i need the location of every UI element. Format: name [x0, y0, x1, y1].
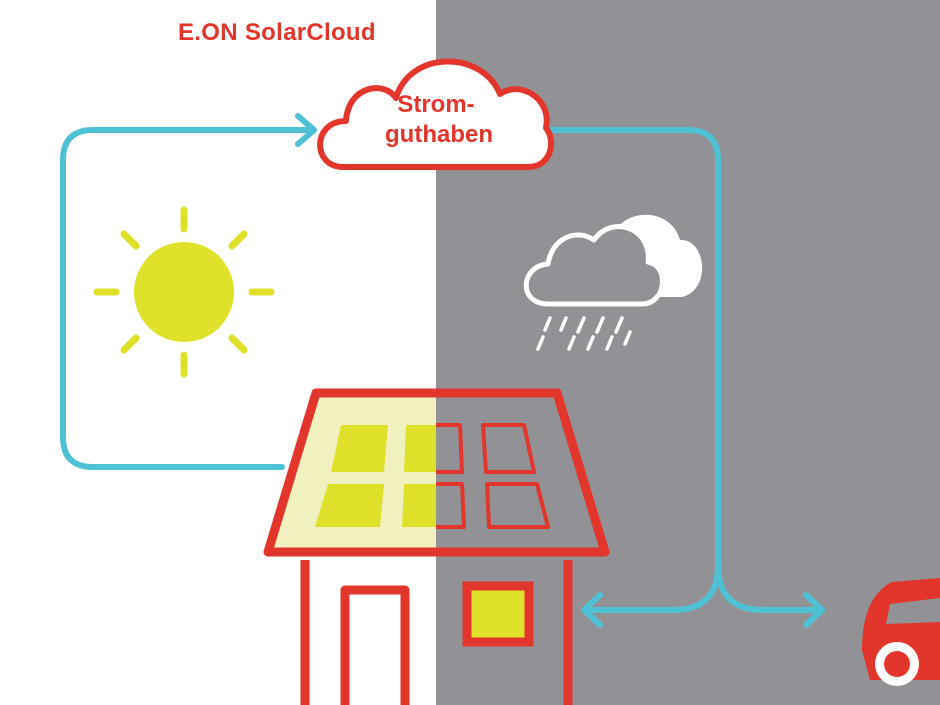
- house-window: [462, 581, 534, 647]
- brand-label: E.ON SolarCloud: [178, 19, 376, 46]
- flow-house-arrowhead-icon: [581, 592, 603, 628]
- sun-icon: [93, 206, 275, 378]
- flow-car-arrowhead-icon: [803, 592, 825, 628]
- house-icon: [263, 388, 610, 705]
- front-cloud: [523, 224, 665, 307]
- cloud-icon: [317, 58, 555, 170]
- cloud-label-line1: Strom-: [397, 91, 474, 118]
- flow-cloud-arrowhead-icon: [295, 113, 317, 147]
- flow-cloud-down: [547, 127, 721, 568]
- flow-house-to-cloud: [60, 127, 315, 470]
- solar-panels-day: [315, 425, 436, 527]
- flow-lines: [60, 113, 825, 628]
- house-door: [340, 585, 410, 705]
- flow-branch-to-car: [715, 562, 825, 613]
- car-icon: [862, 578, 940, 686]
- cloud-label-line2: guthaben: [385, 121, 493, 148]
- solar-panels-night: [436, 423, 550, 529]
- rain-cloud-icon: [523, 214, 703, 351]
- rain-drops: [536, 316, 632, 351]
